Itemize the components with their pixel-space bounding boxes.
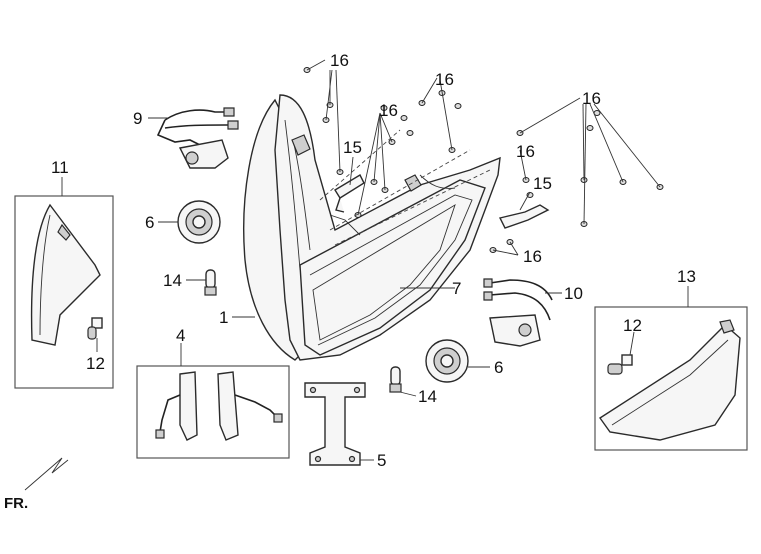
screws-part-16 [303, 67, 664, 253]
callout-10: 10 [564, 284, 583, 303]
bulb-part-14-upper [204, 269, 217, 296]
callout-11: 11 [51, 158, 69, 177]
front-direction-arrow-icon [24, 457, 69, 491]
wire-harness-part-9 [156, 107, 239, 169]
side-light-part-4 [155, 371, 283, 441]
turn-signal-left-part-11 [30, 203, 101, 346]
grommet-part-6-upper [177, 200, 221, 244]
callout-16: 16 [379, 101, 398, 120]
callout-6: 6 [145, 213, 154, 232]
headlamp-housing-part-1 [243, 94, 501, 361]
callout-9: 9 [133, 109, 142, 128]
callout-leader-lines [61, 117, 689, 461]
callout-14: 14 [418, 387, 437, 406]
callout-15: 15 [533, 174, 552, 193]
callout-16: 16 [523, 247, 542, 266]
callout-labels: 16 16 16 16 16 16 9 15 15 11 6 6 14 14 7… [4, 51, 696, 512]
callout-7: 7 [452, 279, 461, 298]
callout-13: 13 [677, 267, 696, 286]
bracket-part-15-left [334, 174, 365, 213]
grommet-part-6-lower [425, 339, 469, 383]
turn-signal-right-part-13 [599, 319, 741, 441]
bulb-part-12-right [607, 354, 633, 375]
callout-16: 16 [516, 142, 535, 161]
wire-harness-part-10 [483, 278, 553, 347]
leader-lines-16 [306, 59, 661, 256]
stay-bracket-part-5 [304, 382, 366, 466]
callout-16: 16 [435, 70, 454, 89]
callout-12: 12 [86, 354, 105, 373]
callout-12: 12 [623, 316, 642, 335]
bulb-part-14-lower [389, 366, 402, 393]
callout-14: 14 [163, 271, 182, 290]
front-direction-label: FR. [4, 495, 28, 512]
headlamp-lens-part-7 [312, 203, 456, 341]
assembly-dashed-lines [319, 129, 491, 246]
assembly-box-13 [594, 306, 748, 451]
bracket-part-15-right [498, 204, 550, 229]
callout-15: 15 [343, 138, 362, 157]
callout-16: 16 [330, 51, 349, 70]
callout-4: 4 [176, 326, 185, 345]
callout-5: 5 [377, 451, 386, 470]
assembly-box-11 [14, 195, 114, 389]
assembly-box-4 [136, 365, 290, 459]
callout-16: 16 [582, 89, 601, 108]
callout-6: 6 [494, 358, 503, 377]
bulb-part-12-left [87, 317, 103, 340]
callout-1: 1 [219, 308, 228, 327]
